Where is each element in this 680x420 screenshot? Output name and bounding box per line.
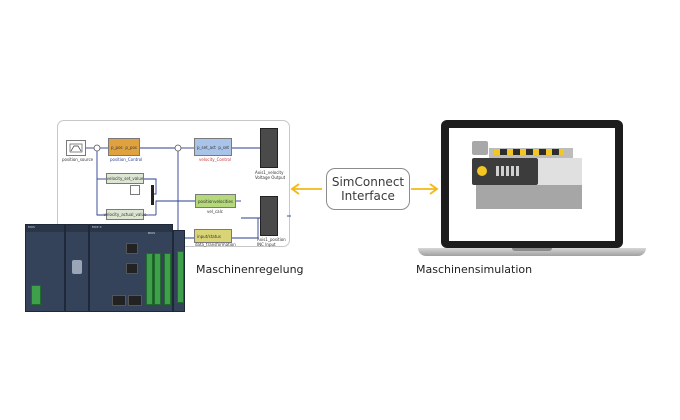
controller-module-1: MOS <box>25 224 65 312</box>
laptop-hinge-notch <box>512 248 552 251</box>
module-3-io-strip-2 <box>154 253 161 305</box>
controller-module-2 <box>65 224 89 312</box>
position-source-block <box>66 140 86 156</box>
velocity-actual-value-block: velocity_actual_value <box>103 209 147 220</box>
machine-yellow-button <box>477 166 487 176</box>
laptop-display <box>449 128 615 241</box>
serial-port-1 <box>126 243 138 254</box>
module-1-header: MOS <box>26 225 64 232</box>
interface-line-2: Interface <box>341 189 395 203</box>
machine-conveyor <box>494 149 564 155</box>
ethernet-port-1 <box>112 295 126 306</box>
caption-machine-control: Maschinenregelung <box>196 263 304 276</box>
machine-side-panel <box>538 158 582 185</box>
sum-junction-1 <box>93 144 101 152</box>
module-1-terminal <box>31 285 41 305</box>
vel-calc-block: position velocities <box>195 194 236 208</box>
bidirectional-arrows <box>290 183 439 195</box>
simconnect-interface-box: SimConnect Interface <box>326 168 410 210</box>
left-arrow-icon <box>290 183 300 195</box>
controller-hardware: MOS MCP X <box>25 224 185 312</box>
io-output-label: Axis1_velocity Voltage Output <box>255 170 286 180</box>
laptop-base <box>418 248 646 256</box>
machine-control-panel <box>472 158 538 185</box>
velocity-set-value-block: velocity_set_value <box>106 173 144 184</box>
velocity-control-block: p_set_act p_set <box>194 138 232 156</box>
interface-line-1: SimConnect <box>331 175 405 189</box>
scope-display-icon <box>130 185 140 195</box>
velocity-actual-value-label: velocity_actual_value <box>103 212 147 217</box>
velocity-control-in: p_set_act <box>197 144 216 150</box>
machine-switches <box>496 166 520 176</box>
io-input-label: Axis1_position INC Input <box>257 237 286 247</box>
caption-machine-simulation: Maschinensimulation <box>416 263 533 276</box>
module-4-header: BIOS <box>148 231 156 235</box>
position-control-block: p_pos p_pos <box>108 138 140 156</box>
data-transformation-block: input/status <box>194 229 232 243</box>
controller-module-3: MCP X <box>89 224 173 312</box>
data-transformation-label: data_transformation <box>195 242 236 247</box>
ethernet-port-2 <box>128 295 142 306</box>
io-input-block <box>260 196 278 236</box>
module-2-knob <box>72 260 82 274</box>
module-3-io-strip-1 <box>146 253 153 305</box>
position-control-in: p_pos <box>111 144 123 150</box>
module-3-io-strip-3 <box>164 253 171 305</box>
machine-top-box <box>472 141 488 155</box>
mux-block <box>151 185 154 205</box>
velocity-control-out: p_set <box>218 144 229 150</box>
serial-port-2 <box>126 263 138 274</box>
machine-base <box>476 185 582 209</box>
right-arrow-icon <box>429 183 439 195</box>
position-source-label: position_source <box>62 157 94 162</box>
model-wires <box>86 144 291 239</box>
position-control-label: position_Control <box>110 157 143 162</box>
io-output-block <box>260 128 278 168</box>
position-control-out: p_pos <box>125 144 137 150</box>
controller-module-4 <box>173 230 185 312</box>
data-transformation-in: input/status <box>197 233 221 239</box>
sum-junction-2 <box>174 144 182 152</box>
velocity-set-value-label: velocity_set_value <box>106 176 144 181</box>
vel-calc-out: velocities <box>214 198 233 204</box>
module-4-io-strip <box>177 251 184 303</box>
velocity-control-label: velocity_Control <box>199 157 232 162</box>
vel-calc-label: vel_calc <box>207 209 223 214</box>
vel-calc-in: position <box>198 198 214 204</box>
module-3-header: MCP X <box>90 225 172 232</box>
